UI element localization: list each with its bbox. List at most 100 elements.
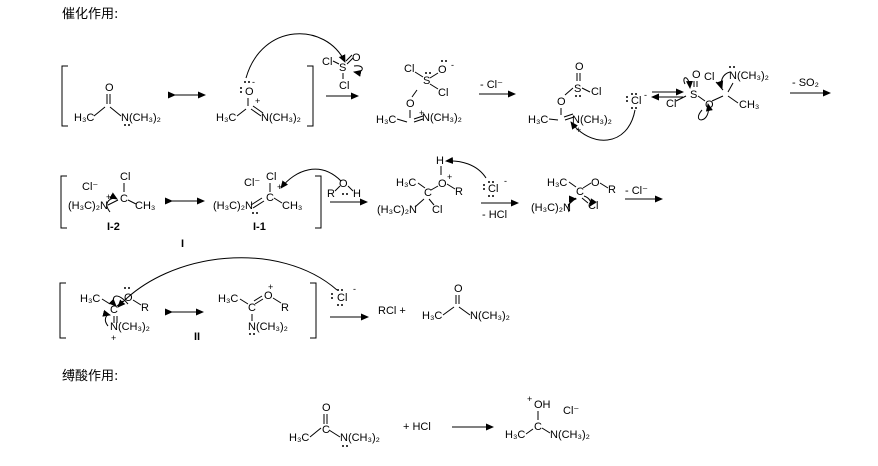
adduct-amine: (H₃C)₂N: [377, 204, 417, 216]
i1-label: I-1: [253, 221, 266, 233]
prod-cl: Cl: [588, 200, 598, 212]
regenerated-dmf-methyl: H₃C: [422, 310, 442, 322]
ii-b-methyl: H₃C: [218, 293, 238, 305]
prod-carbon: C: [576, 186, 584, 198]
ii-b-carbon: C: [248, 302, 256, 314]
intermediate-I-bracket: [60, 175, 322, 229]
i2-label: I-2: [107, 221, 120, 233]
adduct3-amine: N(CH₃)₂: [729, 70, 769, 82]
dmf-resonance-bracket: [61, 65, 314, 127]
adduct3-cl: Cl: [704, 71, 714, 83]
adduct-r: R: [455, 186, 463, 198]
acid-dmf-methyl: H₃C: [289, 432, 309, 444]
svg-text:+: +: [419, 108, 424, 118]
resonance-methyl: H₃C: [216, 112, 236, 124]
svg-text:+: +: [447, 172, 452, 182]
i2-methyl: CH₃: [135, 200, 155, 212]
adduct2-o-label: O: [557, 96, 566, 108]
ii-b-oxygen: O: [264, 290, 273, 302]
chloro-ether-intermediate: H₃C C O R (H₃C)₂N Cl: [531, 177, 616, 214]
adduct2-amine: N(CH₃)₂: [572, 114, 612, 126]
adduct1-sulfur: S: [423, 75, 430, 87]
adduct2-cl: Cl: [591, 86, 601, 98]
loss-chloride-label: - Cl⁻: [480, 79, 503, 91]
adduct3-sulfur: S: [690, 89, 697, 101]
svg-text:-: -: [451, 60, 454, 70]
dmf-methyl: H₃C: [74, 112, 94, 124]
dmf-structure: H₃C O N(CH₃)₂: [74, 82, 161, 126]
socl2-cl-top: Cl: [322, 56, 332, 68]
adduct2-sulfur: S: [574, 83, 581, 95]
adduct-h: H: [436, 155, 444, 167]
adduct2-chloride: Cl: [631, 95, 641, 107]
intermediate-II-bracket: [59, 282, 317, 339]
adduct1-oxygen: O: [406, 98, 415, 110]
adduct3-cl-s: Cl: [666, 98, 676, 110]
ii-a-r: R: [141, 302, 149, 314]
protonated-dmf: + OH C H₃C N(CH₃)₂ Cl⁻: [505, 394, 590, 441]
svg-text:+: +: [106, 192, 111, 202]
ii-b-r: R: [281, 302, 289, 314]
intermediate-I-1: Cl⁻ Cl + C (H₃C)₂N CH₃ I-1: [213, 171, 302, 233]
protonated-carbon: C: [534, 421, 542, 433]
catalysis-heading: 催化作用:: [62, 7, 118, 22]
prod-methyl: H₃C: [547, 177, 567, 189]
roh-r: R: [327, 188, 335, 200]
socl2-oxygen: O: [352, 52, 361, 64]
socl2-sulfur: S: [339, 62, 346, 74]
adduct-chloride: Cl: [488, 183, 498, 195]
svg-text:+: +: [527, 394, 532, 404]
adduct-methyl: H₃C: [396, 177, 416, 189]
intermediate-II-label: II: [194, 331, 200, 343]
protonated-methyl: H₃C: [505, 429, 525, 441]
i1-amine: (H₃C)₂N: [213, 200, 253, 212]
thionyl-chloride: Cl S O Cl: [322, 52, 363, 92]
i1-carbon: C: [266, 192, 274, 204]
protonated-amine: N(CH₃)₂: [550, 429, 590, 441]
protonated-chloride: Cl⁻: [563, 405, 579, 417]
svg-text:+: +: [255, 96, 260, 106]
adduct3-methyl: CH₃: [739, 99, 759, 111]
adduct1-cl-top: Cl: [404, 63, 414, 75]
roh-h: H: [353, 188, 361, 200]
i2-carbon: C: [120, 193, 128, 205]
chloride-ion: Cl: [337, 292, 347, 304]
loss-hcl-arrow: - HCl: [481, 199, 519, 221]
adduct1-amine: N(CH₃)₂: [422, 112, 462, 124]
adduct-oxygen: O: [438, 178, 447, 190]
acid-dmf-oxygen: O: [322, 402, 331, 414]
intermediate-I-2: Cl⁻ Cl + C (H₃C)₂N CH₃ I-2: [68, 171, 155, 233]
loss-so2-arrow: - SO₂: [790, 77, 831, 97]
adduct-cl: Cl: [432, 204, 442, 216]
plus-hcl: + HCl: [403, 421, 431, 433]
prod-r: R: [608, 184, 616, 196]
adduct-1: Cl S O - Cl O + H₃C N(CH₃)₂: [376, 60, 462, 126]
adduct-carbon: C: [424, 187, 432, 199]
i2-amine: (H₃C)₂N: [68, 200, 108, 212]
socl2-cl-bottom: Cl: [339, 80, 349, 92]
dmf-acid-binding: H₃C O C N(CH₃)₂: [289, 402, 380, 447]
i1-chloride: Cl⁻: [244, 177, 260, 189]
ii-a-carbon: C: [110, 304, 118, 316]
acid-dmf-amine: N(CH₃)₂: [340, 432, 380, 444]
adduct3-o-top: O: [692, 69, 701, 81]
i2-cl: Cl: [120, 171, 130, 183]
resonance-amine: N(CH₃)₂: [261, 112, 301, 124]
i1-methyl: CH₃: [282, 200, 302, 212]
prod-amine: (H₃C)₂N: [531, 202, 571, 214]
intermediate-I-label: I: [181, 238, 184, 250]
final-products: RCl + H₃C O N(CH₃)₂: [378, 283, 510, 322]
equilibrium-arrow-1: [651, 88, 684, 101]
svg-text:+: +: [111, 333, 116, 343]
svg-text:-: -: [252, 77, 255, 87]
protonated-oh: OH: [534, 399, 551, 411]
prod-oxygen: O: [591, 177, 600, 189]
acid-dmf-carbon: C: [322, 424, 330, 436]
dmf-resonance-form: O - + H₃C N(CH₃)₂: [216, 77, 301, 124]
curved-attack-arrow-1: [245, 33, 346, 79]
regenerated-dmf-amine: N(CH₃)₂: [470, 310, 510, 322]
ii-a-amine: N(CH₃)₂: [110, 321, 150, 333]
loss-chloride-arrow-1: - Cl⁻: [479, 79, 516, 98]
